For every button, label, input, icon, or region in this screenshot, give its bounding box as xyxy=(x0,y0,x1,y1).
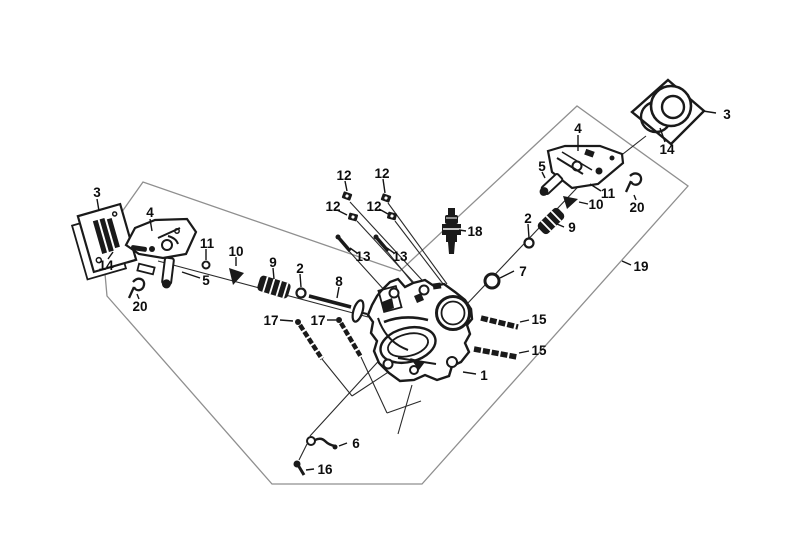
part-label-3: 3 xyxy=(723,107,731,122)
leader-line-12 xyxy=(382,178,386,194)
part-label-11: 11 xyxy=(601,186,616,201)
part-label-17: 17 xyxy=(310,313,325,328)
leader-line-11 xyxy=(589,183,602,192)
leader-line-12 xyxy=(336,209,348,216)
rocker-bracket-left-drawing xyxy=(124,217,198,260)
part-label-7: 7 xyxy=(519,264,527,279)
bracket-piece-left-drawing xyxy=(136,262,156,276)
stud-bolts-17-drawing xyxy=(295,317,363,361)
leader-line-1 xyxy=(462,371,477,375)
dowel-pin-right-drawing xyxy=(539,173,564,196)
leader-line-2 xyxy=(299,273,302,288)
part-label-2: 2 xyxy=(296,261,304,276)
part-label-20: 20 xyxy=(132,299,147,314)
part-label-15: 15 xyxy=(531,343,547,358)
leader-line-3 xyxy=(96,198,100,212)
part-label-9: 9 xyxy=(269,255,277,270)
valve-seal-ring-left-drawing xyxy=(295,287,307,299)
part-label-2: 2 xyxy=(524,211,532,226)
leader-line-15 xyxy=(519,319,530,323)
leader-line-17 xyxy=(279,319,294,322)
part-label-12: 12 xyxy=(374,166,389,181)
leader-line-13 xyxy=(349,247,358,254)
leader-line-12 xyxy=(378,208,389,215)
leader-line-16 xyxy=(305,468,315,471)
valve-retainer-left-drawing xyxy=(229,268,244,285)
spring-seat-ring-left-drawing xyxy=(201,260,211,270)
part-label-17: 17 xyxy=(263,313,278,328)
leader-line-12 xyxy=(344,180,348,192)
part-label-10: 10 xyxy=(228,244,243,259)
part-label-5: 5 xyxy=(538,159,546,174)
adjuster-nuts-and-screws-drawing xyxy=(335,191,398,253)
stud-bolts-15-drawing xyxy=(473,315,519,360)
leader-line-15 xyxy=(518,350,530,354)
leader-line-19 xyxy=(621,260,632,266)
leader-line-14 xyxy=(107,251,114,260)
part-label-8: 8 xyxy=(335,274,343,289)
part-label-12: 12 xyxy=(336,168,351,183)
part-label-10: 10 xyxy=(588,197,603,212)
side-cover-plate-drawing xyxy=(76,202,138,274)
part-label-15: 15 xyxy=(531,312,547,327)
valve-spring-right-drawing xyxy=(537,207,565,235)
part-label-4: 4 xyxy=(146,205,154,220)
part-label-14: 14 xyxy=(98,258,114,273)
part-label-6: 6 xyxy=(352,436,360,451)
part-label-12: 12 xyxy=(366,199,381,214)
spark-plug-drawing xyxy=(442,208,461,254)
leader-line-3 xyxy=(702,110,717,114)
leader-line-10 xyxy=(578,201,589,205)
leader-line-6 xyxy=(338,442,348,447)
leader-line-13 xyxy=(386,247,395,254)
label-leader-lines xyxy=(96,110,717,471)
part-label-13: 13 xyxy=(355,249,371,264)
dowel-pin-left-drawing xyxy=(161,256,175,289)
leader-line-8 xyxy=(336,286,340,299)
construction-lines xyxy=(157,135,647,461)
valve-retainer-right-drawing xyxy=(563,196,578,209)
leader-line-14 xyxy=(659,127,666,143)
part-label-1: 1 xyxy=(480,368,488,383)
part-label-16: 16 xyxy=(317,462,333,477)
part-label-14: 14 xyxy=(659,142,675,157)
valve-seal-ring-right-drawing xyxy=(523,237,535,249)
part-label-20: 20 xyxy=(629,200,644,215)
leader-line-9 xyxy=(272,267,275,280)
valve-spring-left-drawing xyxy=(257,275,291,299)
leader-line-4 xyxy=(149,218,153,232)
leader-line-2 xyxy=(527,223,530,239)
part-label-19: 19 xyxy=(633,259,648,274)
cotter-pin-left-drawing xyxy=(127,277,146,299)
part-label-11: 11 xyxy=(200,236,215,251)
part-label-18: 18 xyxy=(467,224,483,239)
leader-line-20 xyxy=(136,293,140,300)
leader-line-18 xyxy=(458,229,467,232)
flange-bolt-drawing xyxy=(293,460,306,476)
leader-line-20 xyxy=(633,194,637,201)
part-label-4: 4 xyxy=(574,121,582,136)
cotter-pin-right-drawing xyxy=(624,172,643,193)
leader-line-7 xyxy=(499,270,515,279)
part-label-12: 12 xyxy=(325,199,340,214)
o-ring-drawing xyxy=(483,272,501,290)
tappet-cover-drawing xyxy=(630,78,706,146)
cylinder-head-drawing xyxy=(366,277,474,383)
part-label-9: 9 xyxy=(568,220,576,235)
valve-drawing xyxy=(308,294,368,323)
leader-line-5 xyxy=(541,171,546,179)
part-label-13: 13 xyxy=(392,249,408,264)
part-label-3: 3 xyxy=(93,185,101,200)
chain-guide-drawing xyxy=(306,436,338,450)
leader-line-9 xyxy=(556,223,565,228)
leader-line-5 xyxy=(181,271,201,279)
part-label-5: 5 xyxy=(202,273,210,288)
